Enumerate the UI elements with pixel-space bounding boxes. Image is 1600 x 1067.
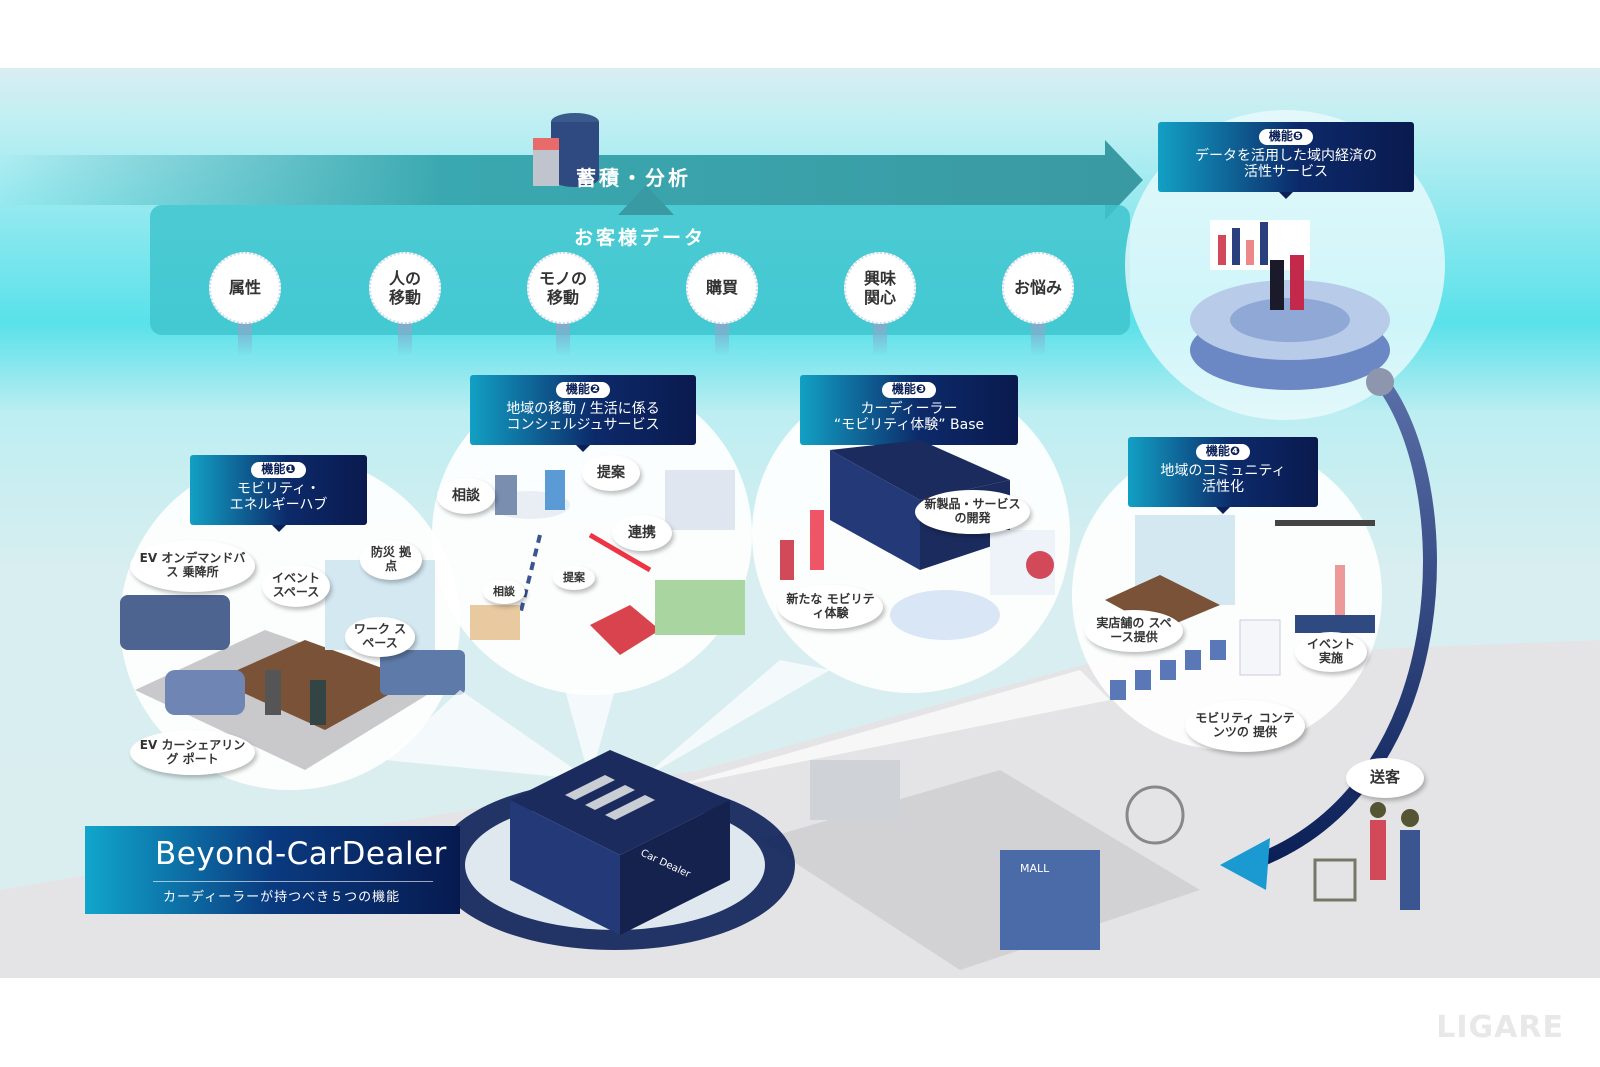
data-interest: 興味関心 xyxy=(844,252,916,324)
watermark-logo: LIGARE xyxy=(1436,1010,1564,1045)
charger xyxy=(265,670,281,715)
ferris-wheel xyxy=(1125,785,1185,845)
divider xyxy=(153,881,433,882)
up-arrow-stem xyxy=(715,322,729,356)
database-icon xyxy=(533,113,599,187)
send-customers-arrow xyxy=(1220,368,1437,890)
bubble-propose-small: 提案 xyxy=(553,566,595,590)
charger xyxy=(310,680,326,725)
mobility-experience-illustration xyxy=(780,440,1055,640)
bubble-consult: 相談 xyxy=(437,478,495,514)
bubble-new-product-dev: 新製品・サービス の開発 xyxy=(915,490,1030,534)
ev-car xyxy=(165,670,245,715)
ev-bus xyxy=(120,595,230,650)
up-arrow-stem xyxy=(1031,322,1045,356)
data-purchase: 購買 xyxy=(686,252,758,324)
mall-sign: MALL xyxy=(1020,862,1050,875)
data-goods-movement: モノの移動 xyxy=(527,252,599,324)
bubble-new-mobility-experience: 新たな モビリティ体験 xyxy=(778,585,883,629)
data-people-movement: 人の移動 xyxy=(369,252,441,324)
food-truck xyxy=(380,650,465,695)
bubble-mobility-content: モビリティ コンテンツの 提供 xyxy=(1185,700,1305,752)
data-attribute: 属性 xyxy=(209,252,281,324)
banner-title: Beyond-CarDealer xyxy=(155,836,447,872)
bubble-work-space: ワーク スペース xyxy=(345,617,415,657)
data-concerns: お悩み xyxy=(1002,252,1074,324)
community-illustration xyxy=(1105,515,1375,700)
beyond-cardealer-banner: Beyond-CarDealer カーディーラーが持つべき５つの機能 xyxy=(85,826,460,914)
bubble-store-space: 実店舗の スペース提供 xyxy=(1085,610,1183,652)
up-arrow-stem xyxy=(873,322,887,356)
bubble-ev-bus-stop: EV オンデマンドバス 乗降所 xyxy=(130,540,255,592)
data-analytics-illustration xyxy=(1190,220,1390,390)
up-arrow-stem xyxy=(556,322,570,356)
bubble-ev-carshare-port: EV カーシェアリング ポート xyxy=(130,730,255,775)
bubble-cooperate: 連携 xyxy=(612,515,672,551)
up-arrow-stem xyxy=(238,322,252,356)
family-illustration xyxy=(1313,802,1420,910)
concierge-illustration xyxy=(470,470,745,655)
bubble-propose: 提案 xyxy=(582,455,640,491)
mall-building xyxy=(1000,850,1100,950)
bubble-event: イベント 実施 xyxy=(1295,632,1367,672)
customer-data-title: お客様データ xyxy=(573,227,706,249)
bubble-disaster-base: 防災 拠点 xyxy=(360,540,422,580)
car-dealer-building: Car Dealer xyxy=(435,750,795,950)
banner-subtitle: カーディーラーが持つべき５つの機能 xyxy=(163,890,401,905)
store-building xyxy=(810,760,900,820)
send-customers-bubble: 送客 xyxy=(1346,758,1424,798)
up-arrow-stem xyxy=(398,322,412,356)
customer-data-panel: お客様データ xyxy=(150,205,1130,335)
bubble-event-space: イベント スペース xyxy=(262,565,330,607)
up-arrow xyxy=(618,185,674,215)
bubble-consult-small: 相談 xyxy=(483,580,525,604)
